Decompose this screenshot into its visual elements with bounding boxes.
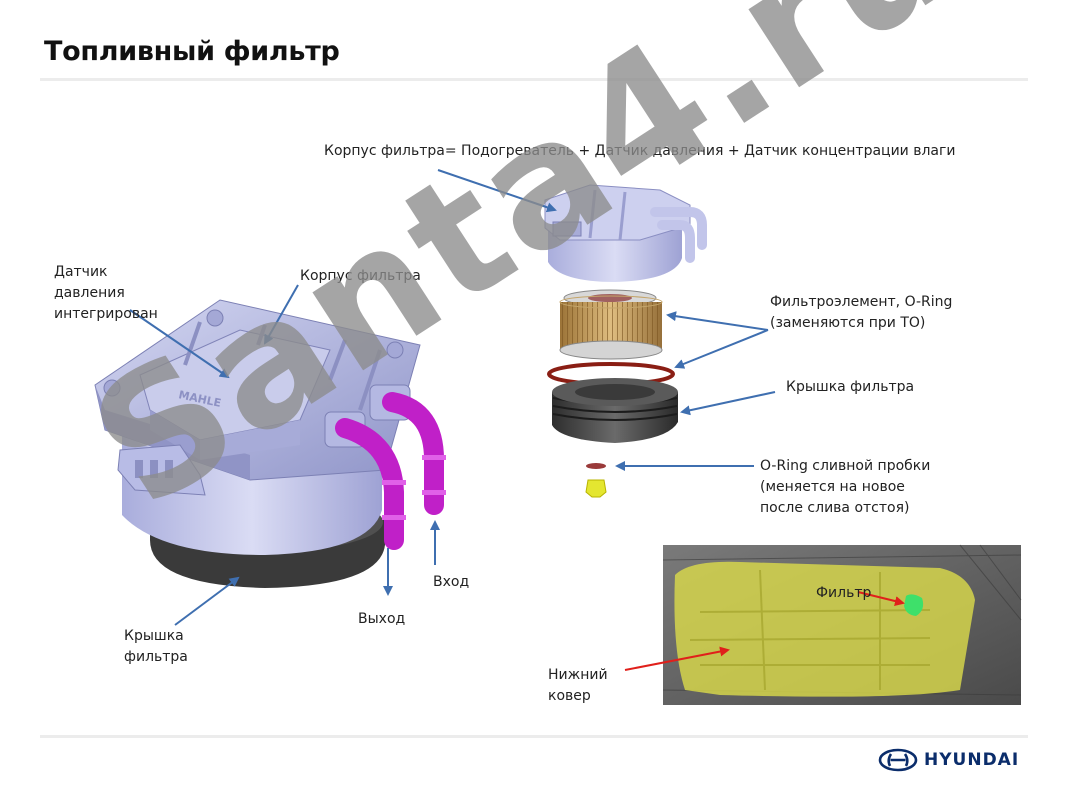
label-filter-cover-right: Крышка фильтра — [786, 379, 915, 395]
title-divider — [40, 78, 1028, 81]
label-filter-element: Фильтроэлемент, O-Ring (заменяются при Т… — [770, 292, 952, 334]
label-drain-oring-line: после слива отстоя) — [760, 500, 910, 516]
label-outlet: Выход — [358, 611, 406, 627]
label-filter-housing: Корпус фильтра — [300, 268, 421, 284]
page-title: Топливный фильтр — [44, 36, 340, 67]
label-filter-cover-left: Крышка фильтра — [124, 626, 188, 668]
label-drain-oring-line: (меняется на новое — [760, 479, 905, 495]
label-inlet: Вход — [433, 574, 470, 590]
underbody-photo — [662, 544, 1022, 705]
callout-arrows — [129, 169, 905, 671]
label-filter-cover-left-line: Крышка — [124, 628, 184, 644]
label-pressure-sensor-line: давления — [54, 285, 125, 301]
label-filter-location: Фильтр — [816, 585, 872, 601]
label-lower-cover-line: ковер — [548, 688, 591, 704]
exploded-filter — [544, 184, 707, 498]
label-filter-element-line: (заменяются при ТО) — [770, 315, 926, 331]
brand-logo: HYUNDAI — [878, 748, 1019, 772]
footer-divider — [40, 735, 1028, 738]
label-pressure-sensor-line: интегрирован — [54, 306, 158, 322]
assembled-filter: MAHLE — [94, 299, 446, 588]
label-drain-oring-line: O-Ring сливной пробки — [760, 458, 931, 474]
label-lower-cover: Нижний ковер — [548, 665, 608, 707]
label-filter-cover-left-line: фильтра — [124, 649, 188, 665]
label-housing-formula: Корпус фильтра= Подогреватель + Датчик д… — [324, 143, 956, 159]
hyundai-logo-icon — [878, 748, 918, 772]
label-lower-cover-line: Нижний — [548, 667, 608, 683]
brand-name: HYUNDAI — [924, 750, 1020, 770]
label-pressure-sensor-line: Датчик — [54, 264, 108, 280]
label-filter-element-line: Фильтроэлемент, O-Ring — [770, 294, 953, 310]
label-drain-oring: O-Ring сливной пробки (меняется на новое… — [760, 456, 930, 519]
label-pressure-sensor: Датчик давления интегрирован — [54, 262, 158, 325]
